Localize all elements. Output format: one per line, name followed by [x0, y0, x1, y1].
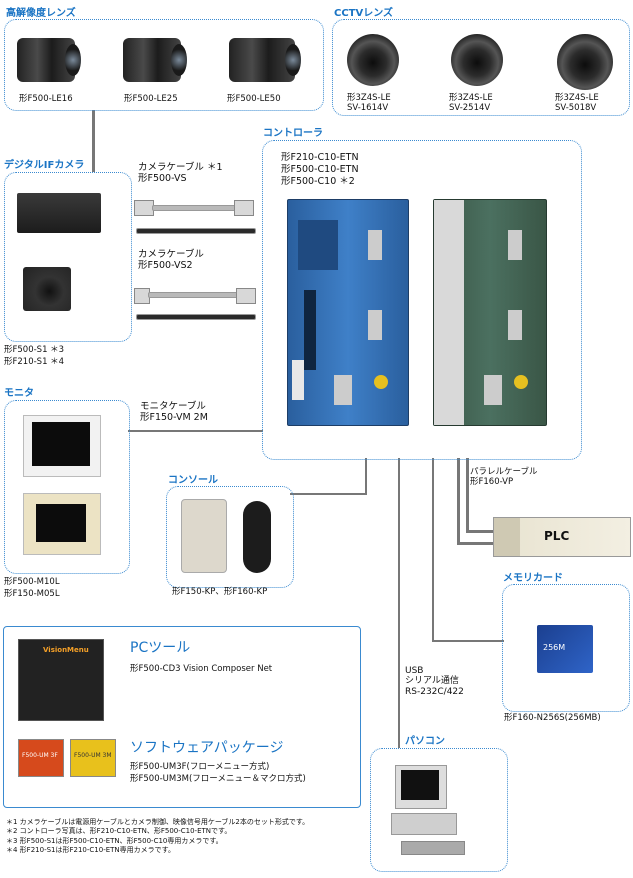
cable-connector: [236, 288, 256, 304]
cctv-lens-image: [347, 34, 399, 86]
camera-f500-image: [17, 193, 101, 233]
connector-line: [365, 458, 367, 494]
hr-lens-group: 形F500-LE16 形F500-LE25 形F500-LE50: [4, 19, 324, 111]
controller-f500-image: [433, 199, 547, 426]
footnotes: ＊1 カメラケーブルは電源用ケーブルとカメラ制御、映像信号用ケーブル2本のセット…: [6, 818, 309, 856]
console-group: [166, 486, 294, 588]
controller-f210-image: [287, 199, 409, 426]
camera-cable2-label: カメラケーブル形F500-VS2: [138, 249, 204, 271]
footnote: ＊4 形F210-S1は形F210-C10-ETN専用カメラです。: [6, 846, 175, 855]
monitor-model-label: 形F500-M10L: [4, 577, 60, 587]
digital-camera-group: [4, 172, 132, 342]
memory-card-group: 256M: [502, 584, 630, 712]
cctv-lens-section-title: CCTVレンズ: [334, 8, 394, 19]
camera-cable2-image: [136, 314, 256, 320]
package-item: 形F500-UM3M(フローメニュー＆マクロ方式): [130, 774, 306, 784]
monitor-small-image: [23, 493, 101, 555]
connector-line: [466, 458, 469, 532]
package-box-image: F500-UM 3F: [18, 739, 64, 777]
pc-tool-title: PCツール: [130, 640, 191, 656]
package-title: ソフトウェアパッケージ: [130, 740, 284, 756]
parallel-cable-label: パラレルケーブル形F160-VP: [470, 467, 538, 487]
cd-image: VisionMenu: [18, 639, 104, 721]
cable-connector: [234, 200, 254, 216]
console-remote-image: [243, 501, 271, 573]
memory-card-image: 256M: [537, 625, 593, 673]
plc-image: PLC: [493, 517, 631, 557]
pc-tool-model: 形F500-CD3 Vision Composer Net: [130, 664, 273, 674]
controller-group: 形F210-C10-ETN 形F500-C10-ETN 形F500-C10 ＊2: [262, 140, 582, 460]
pc-monitor-image: [395, 765, 447, 809]
pc-keyboard-image: [401, 841, 465, 855]
cctv-lens-image: [451, 34, 503, 86]
plc-label: PLC: [544, 529, 570, 543]
footnote: ＊1 カメラケーブルは電源用ケーブルとカメラ制御、映像信号用ケーブル2本のセット…: [6, 818, 310, 826]
controller-model-label: 形F500-C10 ＊2: [281, 176, 355, 187]
monitor-section-title: モニタ: [4, 388, 34, 399]
hr-lens-label: 形F500-LE16: [19, 94, 73, 104]
footnote: ＊3 形F500-S1は形F500-C10-ETN、形F500-C10専用カメラ…: [6, 836, 223, 845]
memory-card-model-label: 形F160-N256S(256MB): [504, 713, 601, 723]
cctv-lens-image: [557, 34, 613, 90]
camera-model-label: 形F210-S1 ＊4: [4, 357, 65, 367]
console-section-title: コンソール: [168, 475, 218, 486]
console-keypad-image: [181, 499, 227, 573]
hr-lens-label: 形F500-LE25: [124, 94, 178, 104]
connector-line: [457, 542, 495, 545]
connector-line: [432, 640, 504, 642]
lens-image: [17, 38, 81, 82]
hr-lens-label: 形F500-LE50: [227, 94, 281, 104]
pc-body-image: [391, 813, 457, 835]
pc-section-title: パソコン: [405, 736, 445, 747]
pc-group: [370, 748, 508, 872]
connector-line: [466, 530, 495, 533]
controller-model-label: 形F210-C10-ETN: [281, 152, 359, 163]
software-panel: VisionMenu PCツール 形F500-CD3 Vision Compos…: [3, 626, 361, 808]
connector-line: [398, 458, 400, 748]
camera-cable-image: [152, 205, 236, 211]
camera-f210-image: [23, 267, 71, 311]
connector-line: [92, 110, 95, 172]
cable-connector: [134, 200, 154, 216]
controller-section-title: コントローラ: [263, 128, 323, 139]
lens-image: [123, 38, 187, 82]
memory-card-section-title: メモリカード: [503, 573, 563, 584]
lens-image: [229, 38, 301, 82]
camera-cable-image: [136, 228, 256, 234]
digital-camera-section-title: デジタルIFカメラ: [4, 160, 85, 171]
footnote: ＊2 コントローラ写真は、形F210-C10-ETN、形F500-C10-ETN…: [6, 827, 232, 836]
connector-line: [128, 430, 263, 432]
connector-line: [290, 493, 367, 495]
console-model-label: 形F150-KP、形F160-KP: [172, 587, 268, 597]
camera-model-label: 形F500-S1 ＊3: [4, 345, 65, 355]
package-box-image: F500-UM 3M: [70, 739, 116, 777]
monitor-model-label: 形F150-M05L: [4, 589, 60, 599]
camera-cable2-image: [148, 292, 238, 298]
hr-lens-section-title: 高解像度レンズ: [6, 8, 76, 19]
monitor-cable-label: モニタケーブル形F150-VM 2M: [140, 401, 208, 423]
controller-model-label: 形F500-C10-ETN: [281, 164, 359, 175]
connector-line: [432, 458, 434, 640]
monitor-group: [4, 400, 130, 574]
package-item: 形F500-UM3F(フローメニュー方式): [130, 762, 270, 772]
connector-line: [457, 458, 460, 544]
monitor-large-image: [23, 415, 101, 477]
